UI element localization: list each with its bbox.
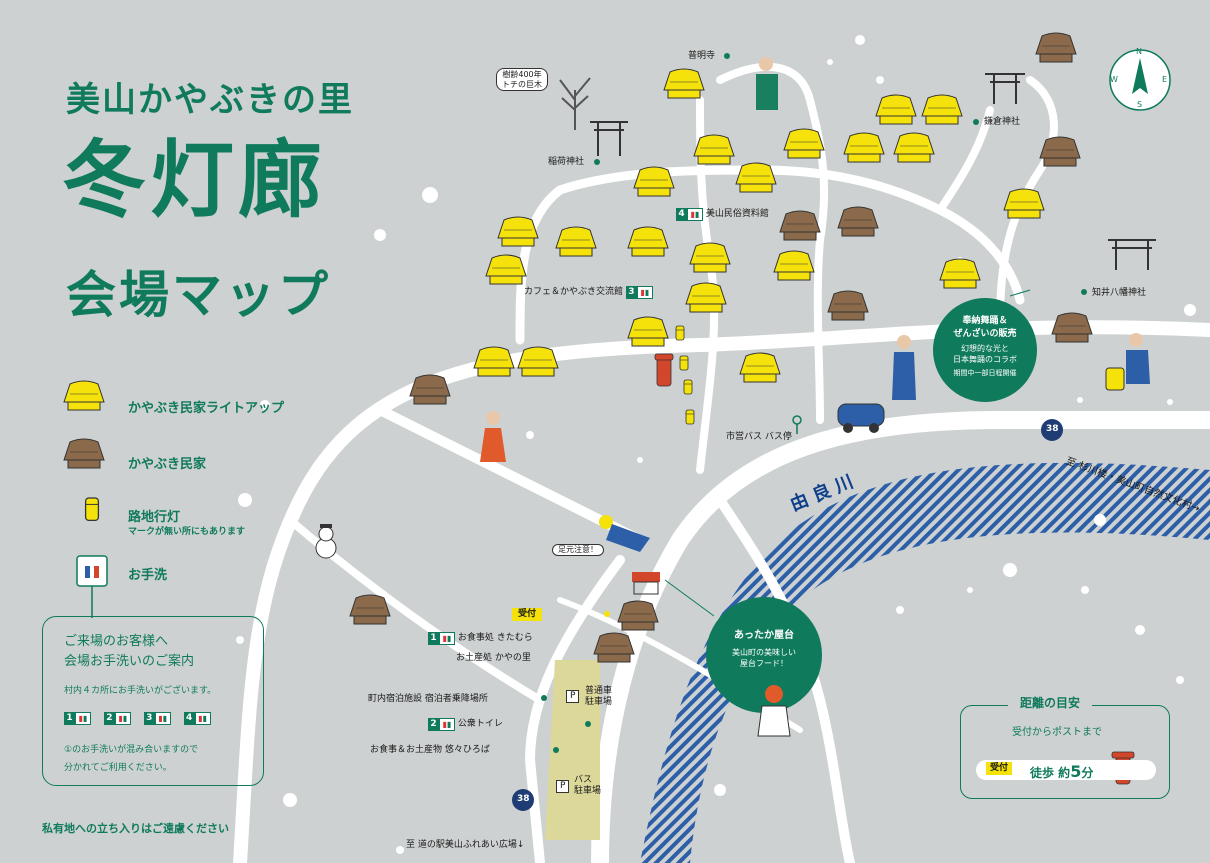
compass-w: W [1110,75,1118,84]
toilet-badge-3: 3▮▮ [143,712,171,725]
snowflakes [236,35,1196,854]
guide-heading1: ご来場のお客様へ [64,634,169,649]
compass-s: S [1137,100,1143,109]
label-watch-step: 足元注意！ [552,544,604,556]
legend-house-label: かやぶき民家 [128,457,207,472]
label-kitamura: 1▮▮ お食事処 きたむら [428,632,533,645]
legend-toilet-label: お手洗 [128,568,168,583]
label-public-toilet: 2▮▮ 公衆トイレ [428,718,503,731]
label-big-tree: 樹齢400年トチの巨木 [496,68,548,92]
parking-area [545,660,600,840]
title-line2: 冬灯廊 [62,131,327,229]
legend-lantern-label: 路地行灯 [128,510,181,525]
legend-lantern-icon [84,497,100,522]
person-in-green [756,57,778,110]
yura-river [640,462,1210,863]
label-yuyu: お食事＆お土産物 悠々ひろば [370,745,490,755]
legend-toilet-icon [76,555,108,587]
toilet-badge-1: 1▮▮ [64,712,91,725]
car-icon [837,403,885,433]
label-kamakura: 鎌倉神社 [984,117,1021,127]
compass-icon [1109,49,1171,111]
label-museum: 4▮▮ 美山民俗資料館 [676,208,769,221]
yatai-stall-icon [632,572,660,595]
legend-lit-house-label: かやぶき民家ライトアップ [128,401,285,416]
snowman-icon [315,524,337,559]
distance-box [960,705,1170,799]
lantern-bearer-figure [1105,333,1150,391]
person-in-red [480,411,506,462]
legend-lantern-note: マークが無い所にもあります [128,527,246,537]
dance-info: 奉納舞踊＆ ぜんざいの販売 幻想的な光と 日本舞踊のコラボ 期間中一部日程開催 [953,316,1017,377]
legend-house-icon [63,438,105,469]
toilet-guide-box [42,616,264,786]
legend-lit-house-icon [63,380,105,411]
title-line3: 会場マップ [66,266,331,324]
route-38-shield-east [1041,419,1063,441]
distance-sub: 受付からポストまで [1012,727,1102,738]
route-38-south-number: 38 [517,794,530,804]
label-reception: 受付 [512,608,543,621]
label-fumyoji: 普明寺 [688,51,716,61]
yatai-info: あったか屋台 美山町の美味しい 屋台フード！ [732,630,796,668]
big-tree-icon [559,77,591,130]
label-kayano: お土産処 かやの里 [456,653,531,663]
label-lodging: 町内宿泊施設 宿泊者乗降場所 [368,694,488,704]
toilet-badge-4: 4▮▮ [183,712,211,725]
distance-bar [976,760,1156,780]
compass-n: N [1136,47,1142,56]
label-parking-car: 普通車駐車場 [585,686,613,707]
label-bus-stop: 市営バス バス停 [726,432,792,442]
label-inari: 稲荷神社 [548,157,585,167]
label-cafe: カフェ＆かやぶき交流館 3▮▮ [524,286,653,299]
person-slipping [599,515,650,552]
compass-e: E [1162,75,1168,84]
toilet-badge-2: 2▮▮ [103,712,131,725]
bus-stop-icon [792,415,802,434]
guide-heading2: 会場お手洗いのご案内 [64,654,195,669]
yatai-vendor-figure [757,685,791,737]
distance-walk: 徒歩 約5分 [1030,762,1094,781]
post-box-icon [654,353,674,387]
dance-event-circle [933,298,1037,402]
private-land-note: 私有地への立ち入りはご遠慮ください [42,822,229,835]
location-dots [541,53,1087,753]
distance-heading: 距離の目安 [1008,696,1093,711]
torii-icons [590,73,1156,270]
guide-note1: ①のお手洗いが混み合いますので [64,745,199,755]
route-38-east-number: 38 [1046,424,1059,434]
guide-note2: 分かれてご利用ください。 [64,763,172,773]
label-to-south: 至 道の駅美山ふれあい広場↓ [406,840,525,850]
parking-car-p: P [566,690,580,703]
distance-reception: 受付 [986,762,1013,775]
yatai-event-circle [706,597,822,713]
title-line1: 美山かやぶきの里 [66,80,354,120]
parking-bus-p: P [556,780,570,793]
dancer-figure [892,335,916,400]
guide-toilet-list: 1▮▮ 2▮▮ 3▮▮ 4▮▮ [64,712,211,725]
label-parking-bus: バス駐車場 [574,775,602,796]
label-chii-shrine: 知井八幡神社 [1092,288,1147,298]
route-38-shield-south [512,789,534,811]
guide-body: 村内４カ所にお手洗いがございます。 [64,686,217,696]
